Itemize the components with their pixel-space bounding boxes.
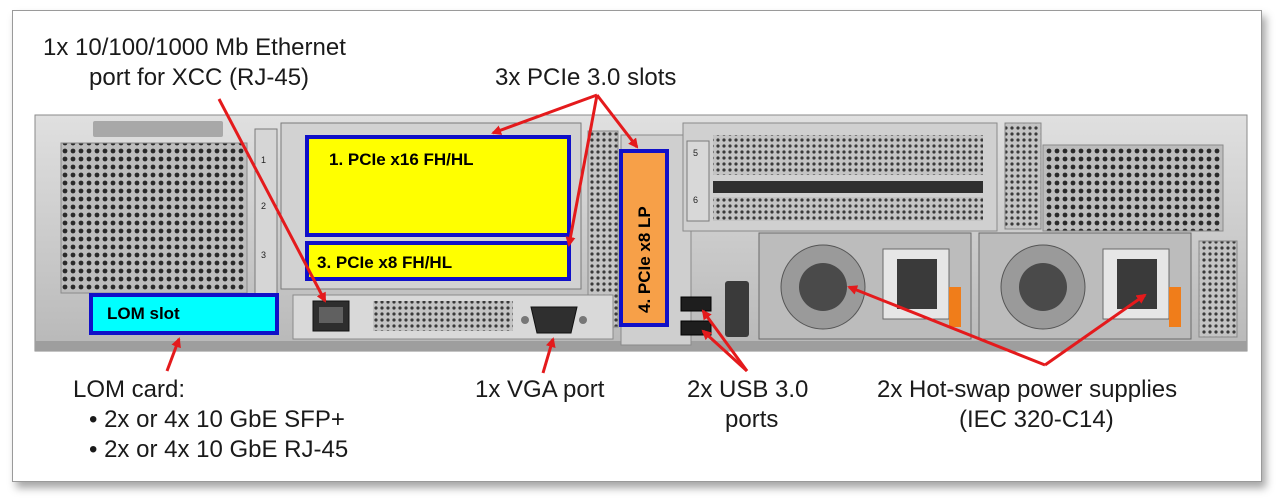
lom-arrow	[165, 337, 181, 372]
pcie-slots-callout: 3x PCIe 3.0 slots	[495, 64, 676, 91]
diagram-frame: 1 2 3 5 6	[12, 10, 1262, 482]
usb-ports	[680, 296, 712, 336]
slot-number-6: 6	[693, 195, 698, 205]
psu-callout-line1: 2x Hot-swap power supplies	[877, 376, 1177, 403]
pcie-slot-1-label: 1. PCIe x16 FH/HL	[329, 150, 474, 169]
rj45-port	[312, 300, 350, 332]
usb-callout-line2: ports	[725, 406, 778, 433]
pcie-slot-4-block: 4. PCIe x8 LP	[619, 149, 669, 327]
ethernet-callout-line1: 1x 10/100/1000 Mb Ethernet	[43, 34, 346, 61]
ethernet-arrow	[217, 98, 327, 303]
usb-arrow-1	[701, 309, 749, 372]
lom-card-bullet-2: • 2x or 4x 10 GbE RJ-45	[89, 436, 348, 463]
lom-slot-label: LOM slot	[107, 304, 180, 323]
pcie-slot-1-block: 1. PCIe x16 FH/HL	[305, 135, 571, 237]
slot-number-5: 5	[693, 148, 698, 158]
pcie-arrow-1	[491, 93, 598, 135]
callout-arrows	[165, 93, 1147, 374]
lom-card-bullet-1: • 2x or 4x 10 GbE SFP+	[89, 406, 345, 433]
psu-callout-line2: (IEC 320-C14)	[959, 406, 1114, 433]
vga-callout: 1x VGA port	[475, 376, 605, 403]
slot-number-2: 2	[261, 201, 266, 211]
psu-arrow-1	[847, 285, 1046, 367]
lom-card-callout-title: LOM card:	[73, 376, 185, 403]
pcie-arrow-3	[565, 94, 599, 247]
psu-arrow-2	[1044, 293, 1147, 367]
slot-number-3: 3	[261, 250, 266, 260]
ethernet-callout-line2: port for XCC (RJ-45)	[89, 64, 309, 91]
slot-number-1: 1	[261, 155, 266, 165]
pcie-arrow-4	[595, 94, 639, 149]
vga-port	[521, 306, 587, 334]
pcie-slot-4-label: 4. PCIe x8 LP	[635, 206, 654, 313]
vga-arrow	[541, 337, 556, 374]
pcie-slot-3-label: 3. PCIe x8 FH/HL	[317, 253, 452, 272]
usb-callout-line1: 2x USB 3.0	[687, 376, 808, 403]
usb-arrow-2	[701, 329, 749, 373]
power-supply-2	[978, 232, 1192, 340]
pcie-slot-3-block: 3. PCIe x8 FH/HL	[305, 241, 571, 281]
server-rear-diagram: 1 2 3 5 6	[34, 34, 1248, 463]
left-vent-grille	[60, 142, 248, 294]
lom-slot-block: LOM slot	[89, 293, 279, 335]
